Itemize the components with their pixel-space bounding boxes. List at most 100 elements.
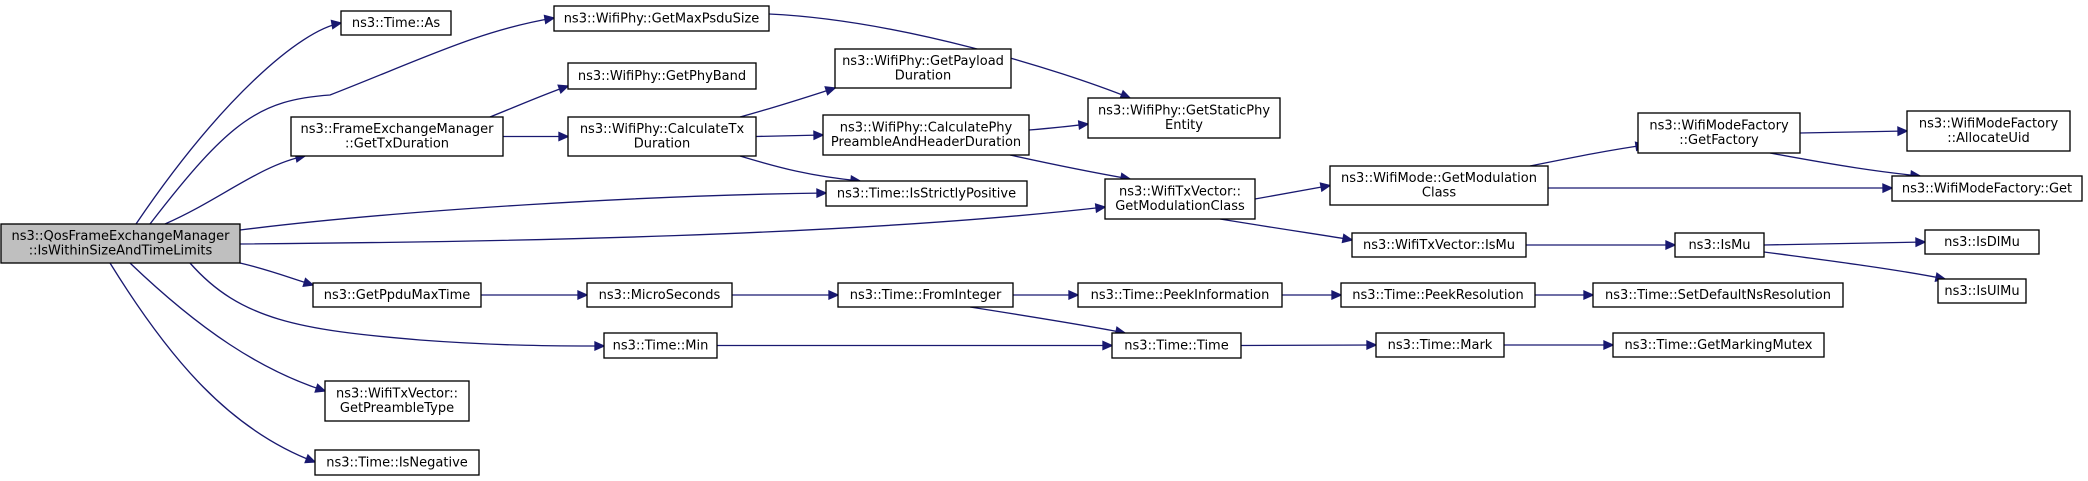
arrow-head	[304, 453, 317, 464]
arrow-head	[1331, 289, 1343, 301]
node-frominteger[interactable]: ns3::Time::FromInteger	[837, 282, 1014, 308]
node-box	[1612, 332, 1825, 358]
node-label: ns3::WifiModeFactory	[1919, 117, 2059, 132]
node-label: ns3::Time::SetDefaultNsResolution	[1605, 288, 1831, 303]
node-box	[834, 48, 1012, 89]
arrow-head	[813, 130, 825, 141]
edge-root-to-isstrictlypositive	[239, 192, 827, 231]
node-label: ns3::WifiPhy::CalculateTx	[580, 122, 745, 137]
node-label: ::GetFactory	[1679, 133, 1759, 148]
arrow-head	[1665, 239, 1677, 251]
arrow-head	[1897, 126, 1909, 137]
node-mode-getmodulationclass[interactable]: ns3::WifiMode::GetModulationClass	[1329, 165, 1549, 206]
edge-calcphypreamble-to-getmodulationclass-tv	[1009, 154, 1131, 180]
arrow-head	[557, 84, 570, 94]
node-isstrictlypositive[interactable]: ns3::Time::IsStrictlyPositive	[825, 180, 1028, 207]
node-box	[586, 282, 733, 308]
node-microseconds[interactable]: ns3::MicroSeconds	[586, 282, 733, 308]
node-label: Class	[1422, 186, 1456, 201]
node-tv-ismu[interactable]: ns3::WifiTxVector::IsMu	[1351, 232, 1527, 258]
node-label: ns3::Time::PeekInformation	[1091, 288, 1270, 303]
edge-calculatetxduration-to-isstrictlypositive	[739, 155, 861, 182]
node-box	[1087, 97, 1281, 139]
arrow-head	[1603, 339, 1615, 351]
arrow-head	[1366, 340, 1378, 351]
node-getmarkingmutex[interactable]: ns3::Time::GetMarkingMutex	[1612, 332, 1825, 358]
edge-ismu-to-isdlmu	[1763, 241, 1926, 246]
node-allocateuid[interactable]: ns3::WifiModeFactory::AllocateUid	[1906, 110, 2071, 152]
node-isnegative[interactable]: ns3::Time::IsNegative	[314, 449, 480, 476]
node-time-time[interactable]: ns3::Time::Time	[1111, 332, 1242, 359]
node-getfactory[interactable]: ns3::WifiModeFactory::GetFactory	[1637, 112, 1801, 154]
node-getppdumaxtime[interactable]: ns3::GetPpduMaxTime	[312, 282, 482, 308]
node-time-as[interactable]: ns3::Time::As	[340, 10, 452, 36]
node-getpreambletype[interactable]: ns3::WifiTxVector::GetPreambleType	[324, 380, 470, 422]
node-box	[1340, 282, 1536, 308]
edge-calculatetxduration-to-calcphypreamble	[755, 134, 824, 138]
arrow-head	[1583, 289, 1595, 301]
node-box	[837, 282, 1014, 308]
node-label: Duration	[634, 137, 690, 152]
node-isdlmu[interactable]: ns3::IsDlMu	[1924, 229, 2040, 255]
arrow-head	[1882, 183, 1894, 194]
node-label: ns3::Time::Min	[613, 338, 709, 353]
node-label: ns3::MicroSeconds	[599, 288, 721, 303]
node-label: ::GetTxDuration	[345, 137, 449, 152]
edge-fem-gettxduration-to-getphyband	[489, 85, 569, 118]
node-getmaxpsdusize[interactable]: ns3::WifiPhy::GetMaxPsduSize	[553, 5, 770, 32]
node-time-min[interactable]: ns3::Time::Min	[603, 332, 718, 359]
edge-ismu-to-isulmu	[1763, 251, 1946, 280]
edge-root-to-getppdumaxtime	[239, 262, 314, 286]
node-box	[822, 114, 1030, 156]
node-isulmu[interactable]: ns3::IsUlMu	[1937, 278, 2027, 304]
node-label: ns3::QosFrameExchangeManager	[11, 229, 230, 244]
edge-getfactory-to-allocateuid	[1799, 130, 1908, 134]
node-label: ns3::WifiModeFactory	[1649, 119, 1789, 134]
node-label: ns3::WifiPhy::GetPhyBand	[578, 69, 746, 84]
arrow-head	[543, 14, 556, 25]
node-box	[603, 332, 718, 359]
arrow-head	[1341, 233, 1354, 244]
node-box	[314, 449, 480, 476]
arrow-head	[1077, 120, 1090, 131]
node-setdefaultnsresolution[interactable]: ns3::Time::SetDefaultNsResolution	[1592, 282, 1844, 308]
node-peekinformation[interactable]: ns3::Time::PeekInformation	[1077, 282, 1283, 308]
node-root[interactable]: ns3::QosFrameExchangeManager::IsWithinSi…	[0, 223, 241, 264]
arrow-head	[1319, 182, 1332, 193]
node-time-mark[interactable]: ns3::Time::Mark	[1375, 332, 1505, 358]
arrow-head	[824, 86, 837, 96]
node-fem-gettxduration[interactable]: ns3::FrameExchangeManager::GetTxDuration	[290, 116, 504, 157]
node-label: ns3::WifiPhy::GetPayload	[842, 54, 1004, 69]
node-box	[1077, 282, 1283, 308]
node-label: ns3::WifiPhy::GetMaxPsduSize	[564, 11, 760, 26]
arrow-head	[1094, 203, 1107, 214]
node-label: ns3::Time::PeekResolution	[1352, 288, 1523, 303]
arrow-head	[577, 289, 589, 301]
node-peekresolution[interactable]: ns3::Time::PeekResolution	[1340, 282, 1536, 308]
node-getphyband[interactable]: ns3::WifiPhy::GetPhyBand	[567, 62, 757, 90]
node-box	[312, 282, 482, 308]
node-box	[553, 5, 770, 32]
node-label: PreambleAndHeaderDuration	[831, 135, 1021, 150]
node-label: Entity	[1165, 118, 1203, 133]
node-label: ns3::IsUlMu	[1944, 284, 2019, 299]
node-label: ns3::WifiTxVector::	[336, 387, 458, 402]
node-getmodulationclass-tv[interactable]: ns3::WifiTxVector::GetModulationClass	[1104, 178, 1256, 220]
node-box	[324, 380, 470, 422]
arrow-head	[302, 277, 315, 287]
edge-calculatetxduration-to-getpayloadduration	[739, 87, 836, 118]
edge-root-to-getpreambletype	[129, 262, 326, 392]
node-box	[340, 10, 452, 36]
arrow-head	[314, 383, 327, 393]
arrow-head	[558, 131, 570, 142]
node-ismu[interactable]: ns3::IsMu	[1674, 232, 1765, 258]
node-factory-get[interactable]: ns3::WifiModeFactory::Get	[1891, 175, 2083, 202]
node-label: ns3::WifiTxVector::	[1119, 185, 1241, 200]
node-label: ns3::Time::IsNegative	[326, 455, 468, 470]
node-box	[1924, 229, 2040, 255]
node-label: ns3::WifiTxVector::IsMu	[1363, 238, 1515, 253]
node-calcphypreamble[interactable]: ns3::WifiPhy::CalculatePhyPreambleAndHea…	[822, 114, 1030, 156]
